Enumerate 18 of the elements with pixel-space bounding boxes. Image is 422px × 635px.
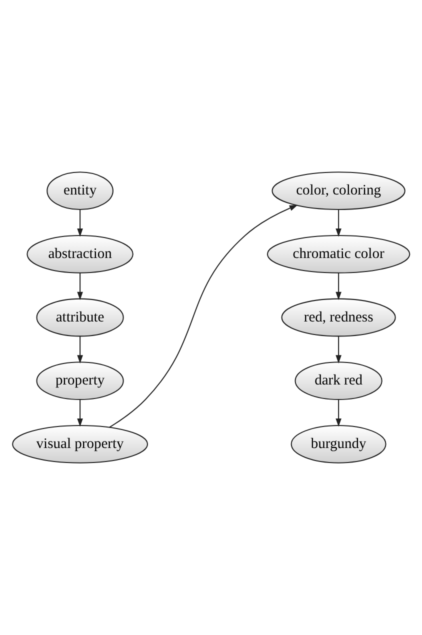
node-ellipse: attribute	[36, 298, 124, 337]
arrow	[336, 400, 342, 427]
arrow	[336, 210, 342, 237]
arrow	[77, 336, 83, 364]
arrow	[109, 204, 298, 428]
node-ellipse: dark red	[294, 362, 382, 400]
arrow	[77, 210, 83, 237]
node-ellipse: burgundy	[290, 424, 386, 464]
node-ellipse: chromatic color	[266, 234, 410, 274]
arrow	[336, 272, 342, 300]
arrow	[336, 336, 342, 364]
arrow	[77, 272, 83, 300]
arrow	[77, 400, 83, 427]
node-ellipse: abstraction	[26, 234, 134, 274]
node-ellipse: visual property	[12, 424, 148, 464]
node-ellipse: red, redness	[281, 298, 396, 337]
node-ellipse: property	[36, 362, 124, 400]
node-ellipse: entity	[46, 172, 114, 210]
